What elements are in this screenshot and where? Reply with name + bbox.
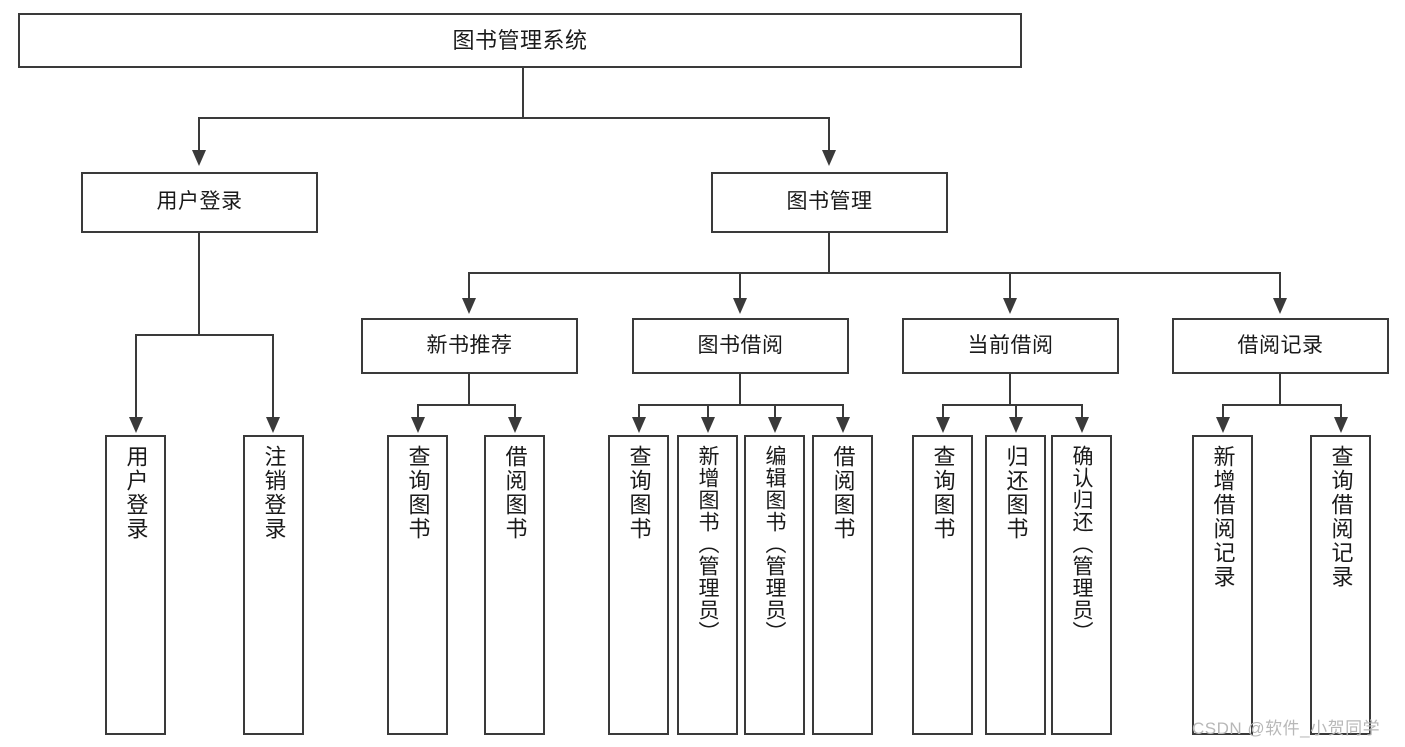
node-label: 图书借阅 [697, 333, 784, 357]
node-user-login[interactable]: 用户登录 [81, 172, 318, 233]
node-label: 借阅图书 [502, 445, 528, 541]
arrow-to-user-login [192, 150, 206, 166]
node-label: 借阅图书 [830, 445, 856, 541]
node-label: 查询图书 [626, 445, 652, 541]
node-label: 新增借阅记录 [1210, 445, 1236, 589]
connector-book-borrow-child-2 [707, 404, 709, 418]
leaf-edit-book-admin[interactable]: 编辑图书（管理员） [744, 435, 805, 735]
arrow-book-borrow-child-1 [632, 417, 646, 433]
leaf-borrow-book-rec[interactable]: 借阅图书 [484, 435, 545, 735]
node-label: 编辑图书（管理员） [763, 445, 786, 643]
arrow-user-login-child-2 [266, 417, 280, 433]
leaf-add-book-admin[interactable]: 新增图书（管理员） [677, 435, 738, 735]
node-label: 用户登录 [156, 190, 243, 214]
leaf-add-borrow-record[interactable]: 新增借阅记录 [1192, 435, 1253, 735]
node-label: 注销登录 [261, 445, 287, 541]
arrow-book-borrow-child-3 [768, 417, 782, 433]
connector-to-current-borrow [1009, 272, 1011, 300]
connector-new-book-rec-stem [468, 374, 470, 404]
connector-book-borrow-child-1 [638, 404, 640, 418]
arrow-current-borrow-child-3 [1075, 417, 1089, 433]
arrow-to-book-borrow [733, 298, 747, 314]
node-book-borrow[interactable]: 图书借阅 [632, 318, 849, 374]
connector-user-login-child-2 [272, 334, 274, 418]
leaf-query-book-rec[interactable]: 查询图书 [387, 435, 448, 735]
connector-book-borrow-child-3 [774, 404, 776, 418]
node-label: 新书推荐 [426, 333, 513, 357]
arrow-borrow-record-child-2 [1334, 417, 1348, 433]
connector-to-book-borrow [739, 272, 741, 300]
node-label: 借阅记录 [1237, 333, 1324, 357]
connector-to-user-login [198, 117, 200, 153]
arrow-user-login-child-1 [129, 417, 143, 433]
connector-current-borrow-child-2 [1015, 404, 1017, 418]
arrow-current-borrow-child-2 [1009, 417, 1023, 433]
connector-user-login-stem [198, 233, 200, 334]
leaf-user-login[interactable]: 用户登录 [105, 435, 166, 735]
node-borrow-record[interactable]: 借阅记录 [1172, 318, 1389, 374]
connector-borrow-record-child-1 [1222, 404, 1224, 418]
node-label: 归还图书 [1003, 445, 1029, 541]
connector-book-borrow-stem [739, 374, 741, 404]
leaf-query-book-current[interactable]: 查询图书 [912, 435, 973, 735]
connector-to-new-book-rec [468, 272, 470, 300]
node-label: 图书管理系统 [452, 27, 588, 53]
connector-current-borrow-bus [942, 404, 1081, 406]
node-root-system[interactable]: 图书管理系统 [18, 13, 1022, 68]
node-label: 当前借阅 [967, 333, 1054, 357]
connector-root-stem [522, 68, 524, 117]
connector-current-borrow-stem [1009, 374, 1011, 404]
arrow-book-borrow-child-4 [836, 417, 850, 433]
node-label: 新增图书（管理员） [696, 445, 719, 643]
arrow-to-new-book-rec [462, 298, 476, 314]
node-label: 确认归还（管理员） [1070, 445, 1093, 643]
leaf-query-borrow-record[interactable]: 查询借阅记录 [1310, 435, 1371, 735]
connector-to-borrow-record [1279, 272, 1281, 300]
arrow-current-borrow-child-1 [936, 417, 950, 433]
arrow-to-current-borrow [1003, 298, 1017, 314]
node-label: 用户登录 [123, 445, 149, 541]
csdn-watermark: CSDN @软件_小贺同学 [1192, 719, 1381, 738]
leaf-return-book[interactable]: 归还图书 [985, 435, 1046, 735]
node-label: 查询借阅记录 [1328, 445, 1354, 589]
connector-current-borrow-child-1 [942, 404, 944, 418]
connector-new-book-rec-bus [417, 404, 515, 406]
connector-borrow-record-bus [1222, 404, 1341, 406]
node-current-borrow[interactable]: 当前借阅 [902, 318, 1119, 374]
arrow-borrow-record-child-1 [1216, 417, 1230, 433]
connector-new-book-rec-child-2 [514, 404, 516, 418]
node-label: 查询图书 [405, 445, 431, 541]
connector-level2-bus [198, 117, 830, 119]
connector-book-mgmt-stem [828, 233, 830, 272]
connector-level3-bus [468, 272, 1280, 274]
node-label: 图书管理 [786, 190, 873, 214]
connector-borrow-record-stem [1279, 374, 1281, 404]
connector-book-borrow-bus [638, 404, 842, 406]
node-book-management[interactable]: 图书管理 [711, 172, 948, 233]
leaf-logout[interactable]: 注销登录 [243, 435, 304, 735]
leaf-confirm-return-admin[interactable]: 确认归还（管理员） [1051, 435, 1112, 735]
connector-to-book-mgmt [828, 117, 830, 153]
connector-new-book-rec-child-1 [417, 404, 419, 418]
connector-book-borrow-child-4 [842, 404, 844, 418]
leaf-query-book-borrow[interactable]: 查询图书 [608, 435, 669, 735]
connector-user-login-child-1 [135, 334, 137, 418]
node-new-book-recommend[interactable]: 新书推荐 [361, 318, 578, 374]
arrow-book-borrow-child-2 [701, 417, 715, 433]
arrow-new-book-rec-child-2 [508, 417, 522, 433]
connector-current-borrow-child-3 [1081, 404, 1083, 418]
arrow-to-borrow-record [1273, 298, 1287, 314]
arrow-new-book-rec-child-1 [411, 417, 425, 433]
arrow-to-book-mgmt [822, 150, 836, 166]
leaf-borrow-book[interactable]: 借阅图书 [812, 435, 873, 735]
node-label: 查询图书 [930, 445, 956, 541]
connector-borrow-record-child-2 [1340, 404, 1342, 418]
connector-user-login-bus [135, 334, 272, 336]
